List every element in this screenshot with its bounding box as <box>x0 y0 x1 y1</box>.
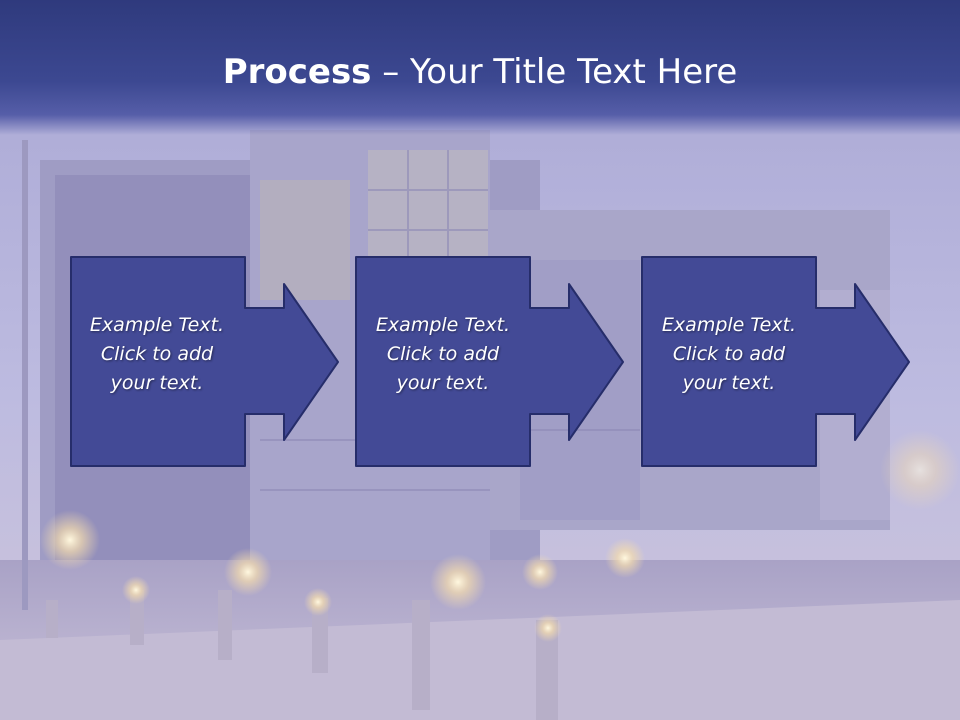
process-step-3-arrow[interactable] <box>641 256 913 468</box>
step-1-line-3: your text. <box>110 372 204 394</box>
step-1-line-1: Example Text. <box>89 314 225 336</box>
step-1-line-2: Click to add <box>100 343 214 365</box>
process-step-2-arrow[interactable] <box>355 256 627 468</box>
title-rest-text: – Your Title Text Here <box>371 52 738 92</box>
step-3-line-1: Example Text. <box>661 314 797 336</box>
step-3-line-2: Click to add <box>672 343 786 365</box>
title-bold-text: Process <box>222 52 372 92</box>
title-band <box>0 0 960 135</box>
process-step-2-text[interactable]: Example Text. Click to add your text. <box>356 311 530 398</box>
process-step-1-arrow[interactable] <box>70 256 342 468</box>
step-3-line-3: your text. <box>682 372 776 394</box>
slide-title[interactable]: Process – Your Title Text Here <box>0 52 960 92</box>
process-step-1-text[interactable]: Example Text. Click to add your text. <box>70 311 244 398</box>
process-step-3-text[interactable]: Example Text. Click to add your text. <box>642 311 816 398</box>
step-2-line-2: Click to add <box>386 343 500 365</box>
step-2-line-3: your text. <box>396 372 490 394</box>
step-2-line-1: Example Text. <box>375 314 511 336</box>
